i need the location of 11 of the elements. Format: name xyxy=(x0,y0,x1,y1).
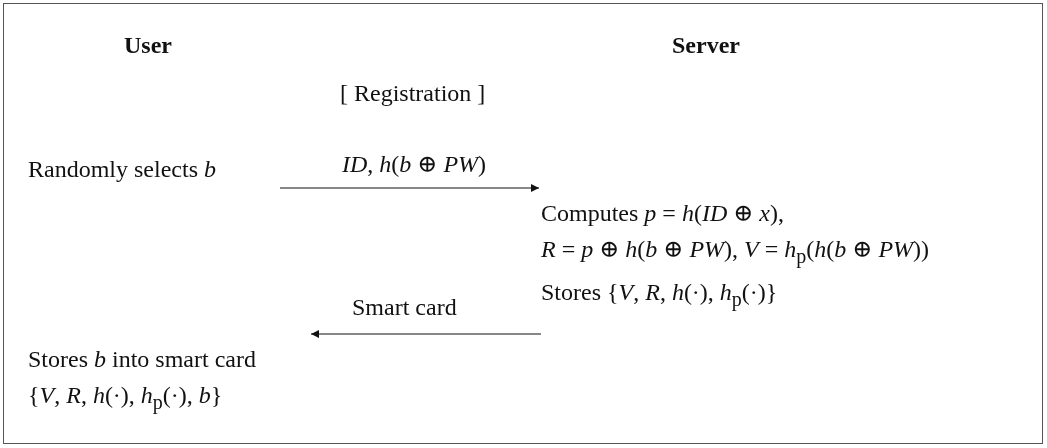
arrow xyxy=(279,184,540,192)
step-text: Randomly selects b xyxy=(28,155,217,184)
step-text: Stores {V, R, h(·), h$_{p}$(·)} xyxy=(541,277,779,313)
step-text: R = p ⊕ h(b ⊕ PW), V = h$_{p}$(h(b ⊕ PW)) xyxy=(541,235,931,270)
phase-label: [ Registration ] xyxy=(340,80,486,107)
arrow xyxy=(310,330,542,338)
step-text: {V, R, h(·), h$_{p}$(·), b} xyxy=(28,381,224,416)
step-text: Stores b into smart card xyxy=(28,345,257,374)
column-heading: User xyxy=(124,32,172,59)
column-heading: Server xyxy=(672,32,740,59)
step-text: Computes p = h(ID ⊕ x), xyxy=(541,199,785,228)
